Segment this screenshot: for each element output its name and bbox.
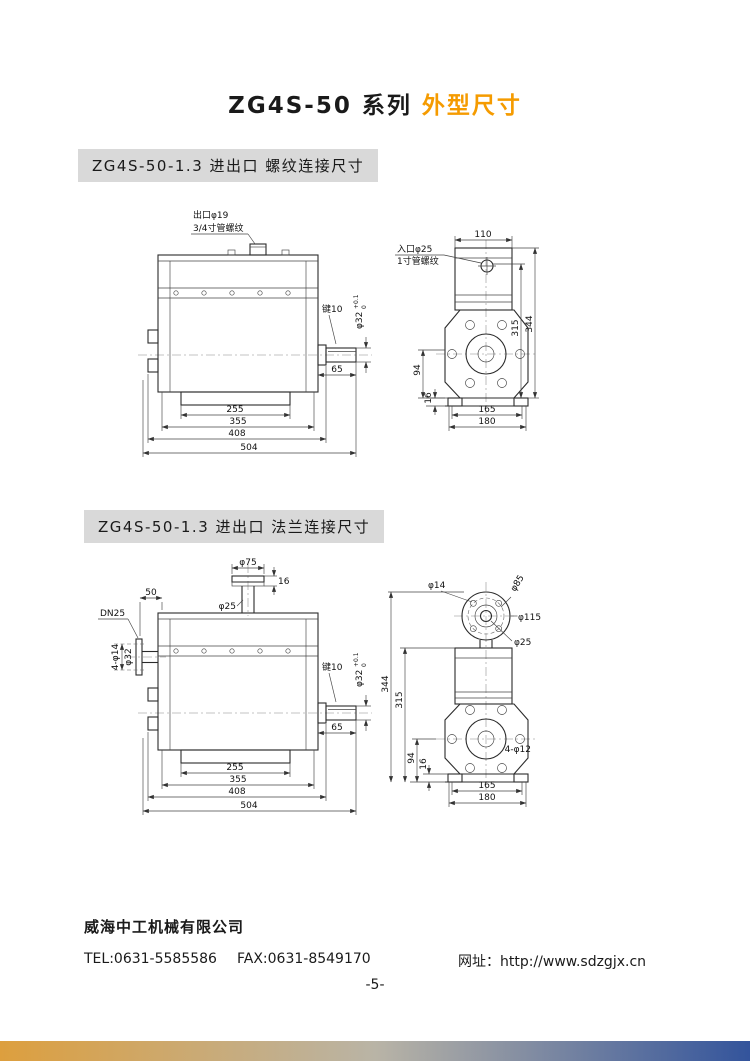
dim-bolt-12-label: 4-φ12 bbox=[505, 745, 531, 755]
inlet-label: 入口φ25 bbox=[397, 244, 432, 255]
dim-94-label: 94 bbox=[413, 364, 423, 376]
dim-255-label: 255 bbox=[226, 763, 243, 773]
dim-315-label: 315 bbox=[511, 319, 521, 336]
tel-text: TEL:0631-5585586 bbox=[84, 951, 217, 967]
key-label: 键10 bbox=[322, 303, 343, 315]
dim-94-label: 94 bbox=[407, 752, 417, 764]
shaft-dia-label: φ32 bbox=[355, 312, 365, 329]
dim-255-label: 255 bbox=[226, 405, 243, 415]
company-name: 威海中工机械有限公司 bbox=[84, 918, 245, 936]
shaft-tol-upper: +0.1 bbox=[353, 294, 360, 309]
dim-flange-od-label: φ75 bbox=[239, 558, 256, 568]
dim-flange-od-label: φ115 bbox=[518, 613, 541, 623]
dim-344-label: 344 bbox=[381, 675, 391, 692]
section-heading-flange: ZG4S-50-1.3 进出口 法兰连接尺寸 bbox=[84, 510, 385, 543]
shaft-dia-label: φ32 bbox=[355, 670, 365, 687]
shaft-tol-upper: +0.1 bbox=[353, 652, 360, 667]
dim-flange-thk-label: 16 bbox=[278, 577, 290, 587]
dim-16-label: 16 bbox=[424, 392, 434, 404]
footer-gradient-bar bbox=[0, 1041, 750, 1061]
shaft-length-dim: 65 bbox=[317, 362, 357, 379]
dim-180-label: 180 bbox=[478, 417, 495, 427]
shaft-dia-dim: φ32 +0.1 0 bbox=[353, 652, 371, 731]
end-view-dims-threaded: 110 315 344 94 16 165 180 bbox=[413, 230, 539, 431]
dim-bolt-hole-label: φ14 bbox=[428, 581, 446, 591]
dn25-label: DN25 bbox=[100, 609, 125, 619]
key-callout: 键10 bbox=[322, 661, 343, 703]
dim-65-label: 65 bbox=[331, 365, 342, 375]
threaded-connection-drawing: 出口φ19 3/4寸管螺纹 键10 φ32 +0.1 0 65 bbox=[138, 209, 539, 457]
contact-row: TEL:0631-5585586 FAX:0631-8549170 网址：htt… bbox=[0, 951, 750, 971]
shaft-tol-lower: 0 bbox=[361, 305, 368, 309]
dim-bolt-circle-label: φ85 bbox=[509, 574, 527, 594]
key-callout: 键10 bbox=[322, 303, 343, 345]
dim-165-label: 165 bbox=[478, 781, 495, 791]
inlet-callout: 入口φ25 1寸管螺纹 bbox=[395, 244, 482, 267]
length-dims-threaded: 255 355 408 504 bbox=[142, 366, 357, 457]
shaft bbox=[325, 347, 357, 363]
flange-connection-drawing: φ75 16 φ25 50 DN25 4-φ14 bbox=[98, 558, 541, 815]
outlet-label: 出口φ19 bbox=[193, 209, 229, 221]
shaft-length-dim: 65 bbox=[317, 720, 357, 737]
dim-180-label: 180 bbox=[478, 793, 495, 803]
title-model: ZG4S-50 系列 bbox=[228, 93, 412, 119]
shaft bbox=[325, 705, 357, 721]
pump-side-view-flange bbox=[138, 612, 372, 764]
outlet-thread-label: 3/4寸管螺纹 bbox=[193, 222, 244, 234]
dim-165-label: 165 bbox=[478, 405, 495, 415]
dim-16-label: 16 bbox=[419, 758, 429, 770]
dim-408-label: 408 bbox=[228, 787, 245, 797]
dim-315-label: 315 bbox=[395, 691, 405, 708]
dim-bore-label: φ25 bbox=[514, 638, 531, 648]
dim-65-label: 65 bbox=[331, 723, 342, 733]
dim-355-label: 355 bbox=[229, 775, 246, 785]
end-view-dims-flange: φ14 φ85 φ115 φ25 344 315 94 16 4-φ12 bbox=[381, 574, 541, 807]
dn25-callout: DN25 bbox=[98, 609, 139, 639]
outlet-nozzle bbox=[249, 243, 267, 256]
website-text: 网址：http://www.sdzgjx.cn bbox=[458, 954, 647, 970]
dim-110-label: 110 bbox=[474, 230, 491, 240]
page-title: ZG4S-50 系列外型尺寸 bbox=[0, 86, 750, 120]
outlet-callout: 出口φ19 3/4寸管螺纹 bbox=[191, 209, 256, 245]
length-dims-flange: 255 355 408 504 bbox=[142, 724, 357, 815]
dim-bore-label: φ25 bbox=[219, 602, 236, 612]
top-flange-port: φ75 16 φ25 50 bbox=[139, 558, 290, 636]
inlet-thread-label: 1寸管螺纹 bbox=[397, 255, 439, 267]
dim-port-32-label: φ32 bbox=[124, 648, 134, 665]
pump-end-view-flange bbox=[436, 582, 536, 790]
fax-text: FAX:0631-8549170 bbox=[237, 951, 371, 967]
dim-355-label: 355 bbox=[229, 417, 246, 427]
title-suffix: 外型尺寸 bbox=[421, 93, 522, 119]
key-label: 键10 bbox=[322, 661, 343, 673]
pump-end-view-threaded bbox=[436, 240, 538, 414]
inlet-flange bbox=[461, 591, 511, 641]
dim-344-label: 344 bbox=[525, 315, 535, 332]
dim-504-label: 504 bbox=[240, 801, 257, 811]
section-heading-threaded: ZG4S-50-1.3 进出口 螺纹连接尺寸 bbox=[78, 149, 379, 182]
dim-bolt-14-label: 4-φ14 bbox=[111, 644, 121, 671]
dim-504-label: 504 bbox=[240, 443, 257, 453]
left-flange-port: 4-φ14 φ32 bbox=[111, 638, 166, 676]
shaft-tol-lower: 0 bbox=[361, 663, 368, 667]
pump-side-view-threaded bbox=[138, 243, 372, 406]
dim-408-label: 408 bbox=[228, 429, 245, 439]
dim-50-label: 50 bbox=[145, 588, 157, 598]
page-number: -5- bbox=[365, 977, 385, 993]
shaft-dia-dim: φ32 +0.1 0 bbox=[353, 294, 371, 373]
